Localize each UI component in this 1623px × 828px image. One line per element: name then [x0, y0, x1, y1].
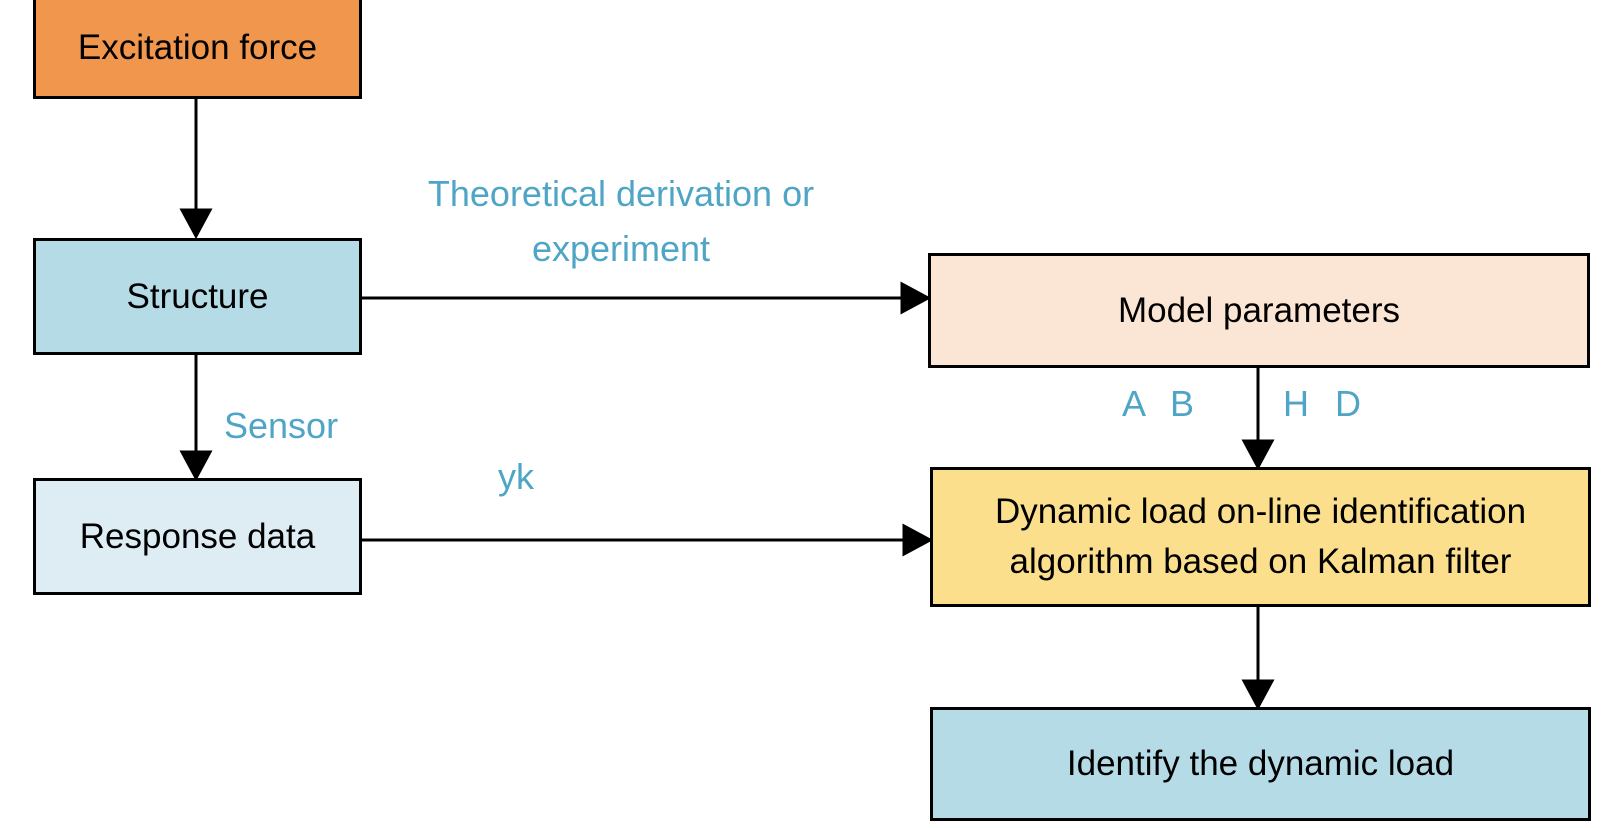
node-excitation-force: Excitation force	[33, 0, 362, 99]
edge-label-sensor: Sensor	[224, 405, 339, 446]
edge-label-h-d: H D	[1283, 383, 1361, 424]
node-structure-label: Structure	[126, 276, 269, 316]
node-identify-dynamic-load: Identify the dynamic load	[930, 707, 1591, 821]
arrow-structure-to-model-parameters	[362, 281, 932, 315]
arrow-response-data-to-kalman	[362, 523, 934, 557]
arrow-model-parameters-to-kalman	[1241, 368, 1275, 471]
node-structure: Structure	[33, 238, 362, 355]
edge-label-yk: yk	[498, 456, 534, 497]
node-identify-dynamic-load-label: Identify the dynamic load	[1066, 744, 1455, 783]
node-response-data: Response data	[33, 478, 362, 595]
node-model-parameters-label: Model parameters	[1117, 290, 1401, 330]
node-kalman-algorithm-label: Dynamic load on-line identification algo…	[994, 492, 1527, 581]
arrow-structure-to-response-data	[179, 355, 213, 482]
arrow-kalman-to-identify	[1241, 607, 1275, 711]
arrow-excitation-to-structure	[179, 99, 213, 240]
node-kalman-algorithm: Dynamic load on-line identification algo…	[930, 467, 1591, 607]
node-excitation-force-label: Excitation force	[77, 28, 318, 67]
node-model-parameters: Model parameters	[928, 253, 1590, 368]
node-response-data-label: Response data	[79, 516, 316, 556]
edge-label-theoretical-derivation: Theoretical derivation or experiment	[427, 173, 825, 269]
edge-label-a-b: A B	[1122, 383, 1195, 424]
